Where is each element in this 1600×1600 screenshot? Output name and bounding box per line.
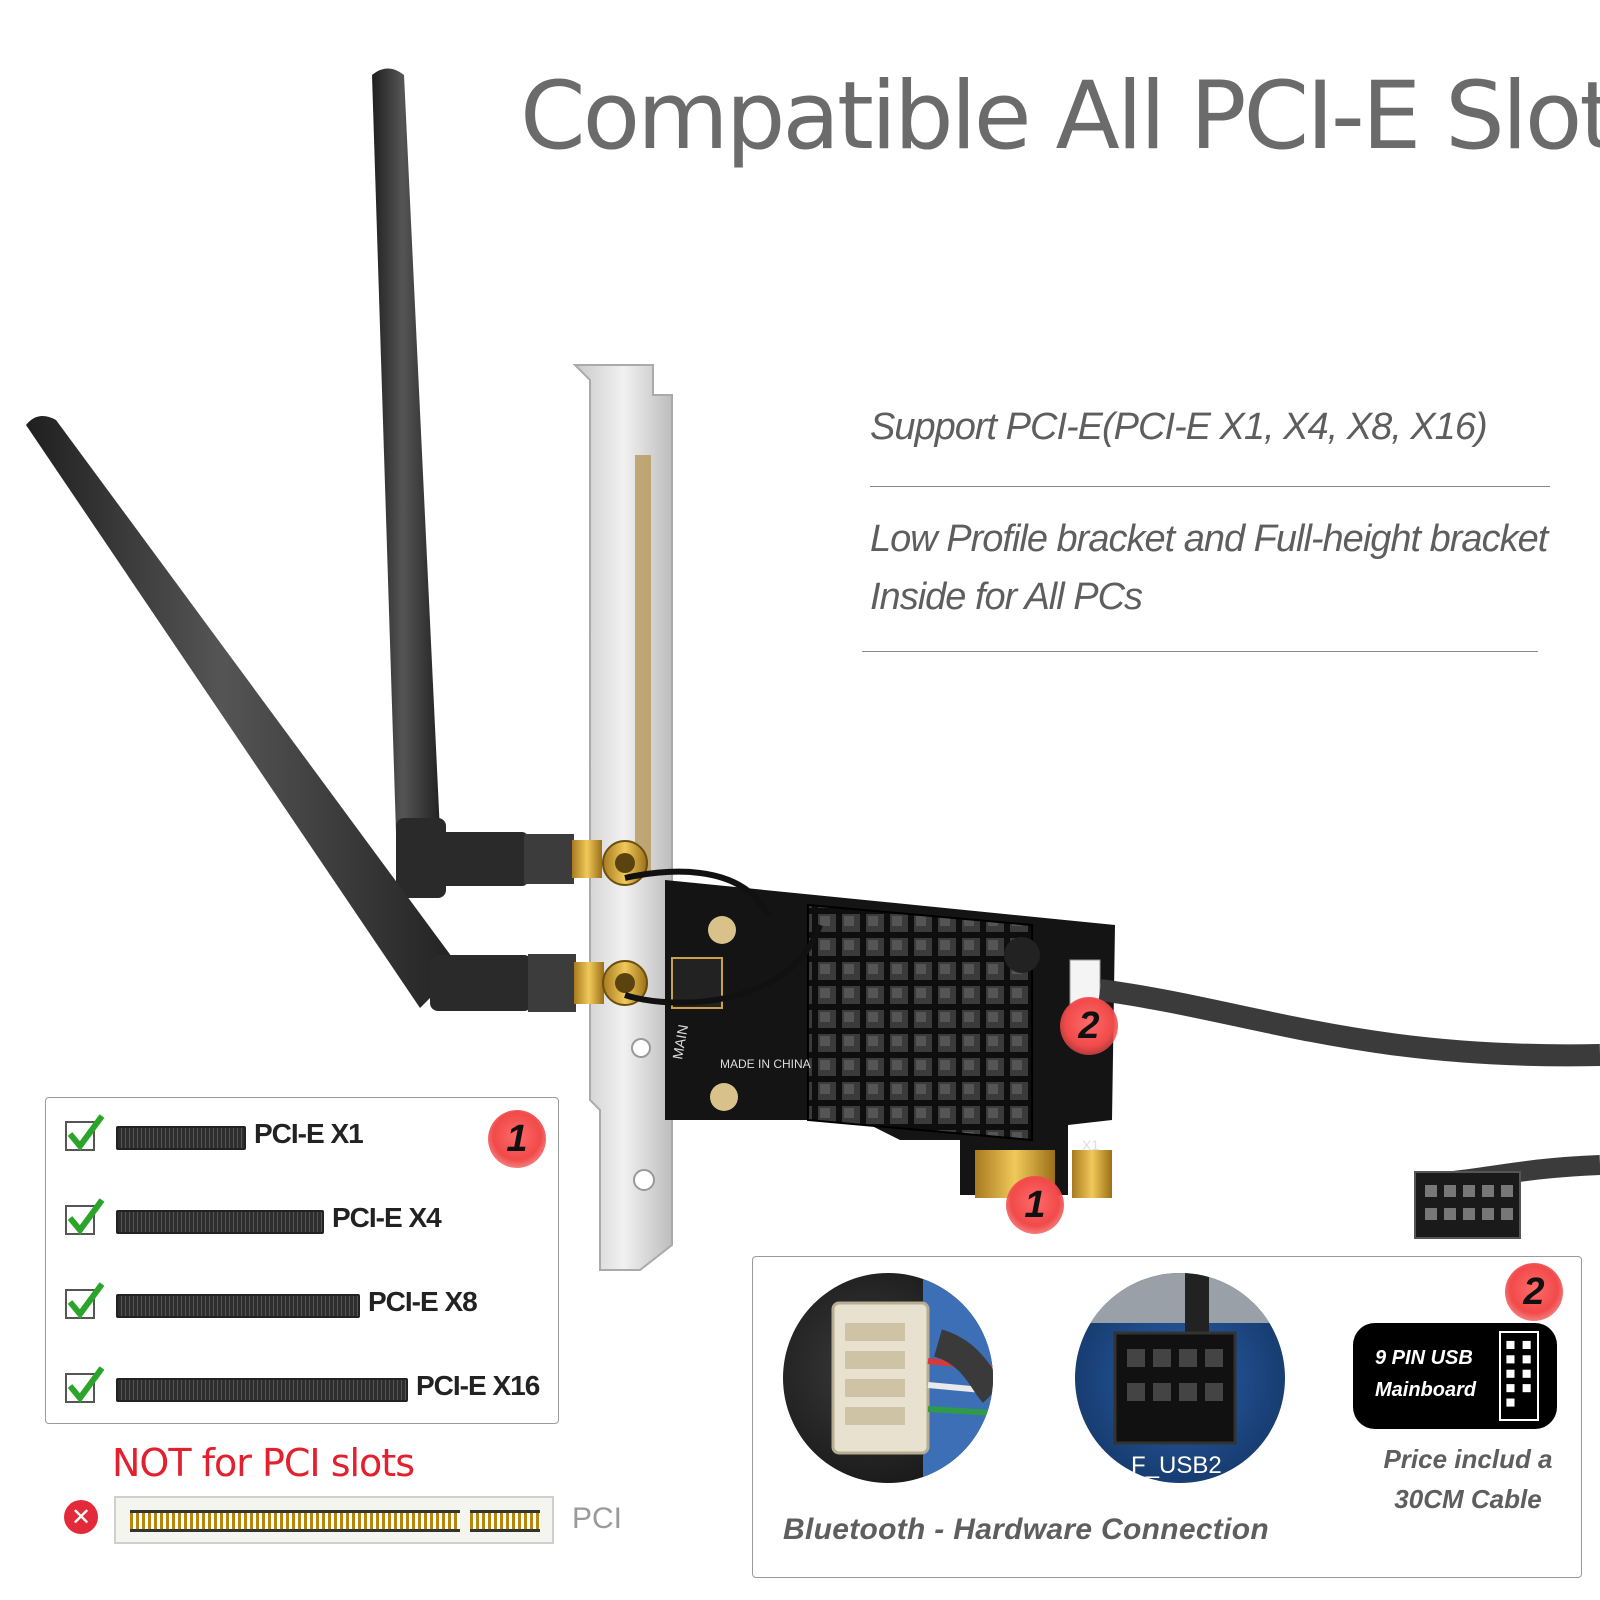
check-icon — [65, 1366, 104, 1403]
compatible-slots-panel: 1 PCI-E X1 PCI-E X4 PCI-E X8 PCI-E X16 — [45, 1097, 559, 1424]
slot-graphic — [116, 1294, 360, 1318]
not-supported-text: NOT for PCI slots — [112, 1441, 415, 1485]
bluetooth-connection-panel: F_USB2 Bluetooth - Hardware Connection 2… — [752, 1256, 1582, 1578]
price-line-1: Price includ a — [1383, 1444, 1553, 1474]
slot-row-x8: PCI-E X8 — [64, 1280, 544, 1320]
pci-slot-graphic — [114, 1496, 554, 1544]
header-label: F_USB2 — [1131, 1452, 1222, 1479]
check-icon — [65, 1198, 104, 1235]
feature-brackets: Low Profile bracket and Full-height brac… — [870, 518, 1548, 618]
antenna-front — [26, 416, 604, 1012]
usb-label-line-2: Mainboard — [1375, 1379, 1477, 1401]
divider — [862, 651, 1538, 652]
antenna-rear — [372, 68, 602, 898]
board-text-x1: X1 — [1082, 1137, 1099, 1153]
slot-row-x16: PCI-E X16 — [64, 1364, 544, 1404]
slot-label: PCI-E X4 — [332, 1202, 442, 1233]
check-icon — [65, 1114, 104, 1151]
metal-bracket — [572, 364, 673, 1271]
slot-graphic — [116, 1378, 408, 1402]
board-text-made-in: MADE IN CHINA — [720, 1057, 811, 1071]
usb-header-label: 9 PIN USB Mainboard — [1353, 1323, 1557, 1429]
pin-header-icon — [1499, 1331, 1539, 1421]
usb-label-line-1: 9 PIN USB — [1375, 1347, 1473, 1369]
slot-graphic — [116, 1126, 246, 1150]
slot-label: PCI-E X16 — [416, 1370, 540, 1401]
slot-row-x4: PCI-E X4 — [64, 1196, 544, 1236]
divider — [870, 486, 1550, 487]
bluetooth-badge: 2 — [1505, 1263, 1563, 1321]
board-text-main: MAIN — [669, 1023, 691, 1060]
pcie-card: MAIN MADE IN CHINA X1 — [602, 840, 1115, 1198]
pci-slot-label: PCI — [572, 1502, 623, 1535]
price-note: Price includ a 30CM Cable — [1353, 1439, 1583, 1519]
card-badge-2: 2 — [1060, 997, 1118, 1055]
slot-label: PCI-E X8 — [368, 1286, 478, 1317]
check-icon — [65, 1282, 104, 1319]
slot-graphic — [116, 1210, 324, 1234]
mainboard-header-photo: F_USB2 — [1075, 1273, 1285, 1483]
price-line-2: 30CM Cable — [1394, 1484, 1542, 1514]
feature-pcie-support: Support PCI-E(PCI-E X1, X4, X8, X16) — [870, 406, 1488, 448]
slot-row-x1: PCI-E X1 — [64, 1112, 544, 1152]
card-badge-1: 1 — [1006, 1176, 1064, 1234]
slot-label: PCI-E X1 — [254, 1118, 364, 1149]
slots-badge: 1 — [488, 1110, 546, 1168]
bluetooth-caption: Bluetooth - Hardware Connection — [783, 1513, 1269, 1546]
headline: Compatible All PCI-E Slots — [520, 62, 1600, 171]
connector-closeup-photo — [783, 1273, 993, 1483]
cross-icon: ✕ — [64, 1500, 98, 1534]
usb-cable — [1098, 979, 1600, 1239]
